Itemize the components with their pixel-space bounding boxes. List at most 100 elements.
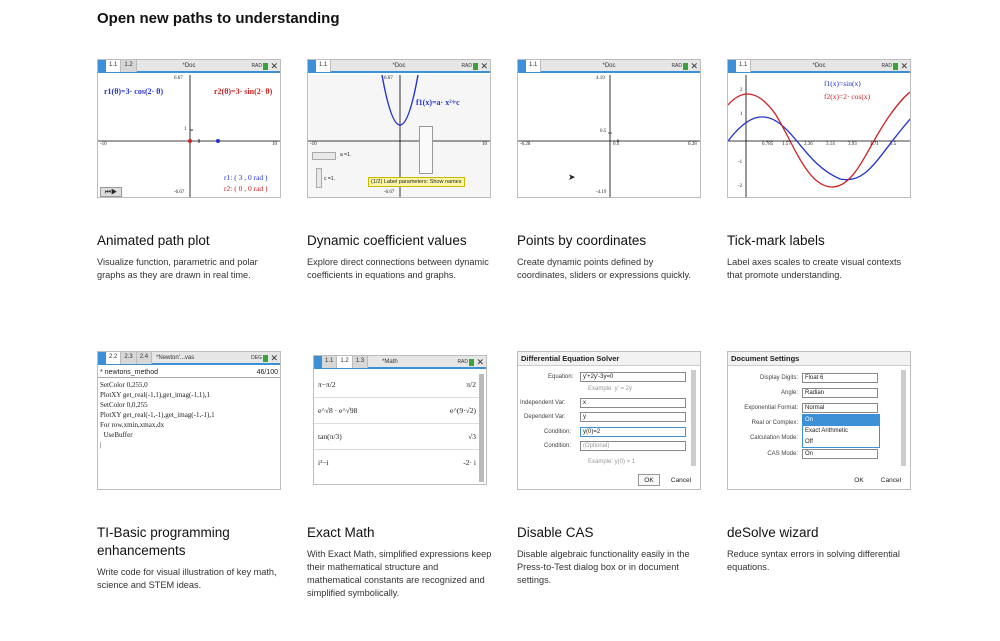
x-tick-label: 1.57 [782,142,791,147]
cancel-button[interactable]: Cancel [666,474,696,486]
equation-f1: f1(x)=sin(x) [824,79,861,88]
card-title: Dynamic coefficient values [307,233,467,248]
dialog-title: Differential Equation Solver [518,352,700,366]
ymax-label: 6.67 [384,76,393,81]
tab-1-1: 1.1 [736,60,752,72]
code-line: SetColor 0,255,0 [100,381,148,389]
card-description: Label axes scales to create visual conte… [727,257,902,280]
equation-r1: r1(θ)=3· cos(2· θ) [104,87,164,96]
slider-a-value: a =1. [340,152,352,158]
slider-c[interactable] [316,168,322,188]
doc-title: *Math [382,358,398,365]
ok-button[interactable]: OK [638,474,660,486]
parabola-graph [308,75,490,197]
option-on[interactable]: On [803,415,879,426]
tab-2-4: 2.4 [136,352,153,364]
cancel-button[interactable]: Cancel [876,474,906,486]
code-line: PlotXY get_real(-1,-1),get_imag(-1,-1),1 [100,411,215,419]
x-tick-label: 0.785 [762,142,774,147]
program-name: * newtons_method [100,369,158,376]
condition-label: Condition: [544,443,572,449]
code-line: UseBuffer [100,431,133,439]
result: e^(9·√2) [450,406,476,415]
back-arrow-icon [98,352,106,364]
x-tick-label: 3.93 [848,142,857,147]
tab-1-2: 1.2 [337,356,353,368]
back-arrow-icon [518,60,526,72]
condition-field[interactable]: y(0)=2 [580,427,686,437]
doc-title: *Doc [392,62,406,69]
battery-icon [473,63,478,70]
angle-mode: RAD [251,62,262,69]
calculator-history: π−π/2 π/2 e^√8 · e^√98 e^(9·√2) tan(π/3)… [314,372,480,476]
xmin-label: -10 [310,142,317,147]
xmax-label: 10 [272,142,277,147]
code-line: For row,xmin,xmax,dx [100,421,165,429]
battery-icon [893,63,898,70]
condition-example: Example: y(0) = 1 [588,459,636,465]
back-arrow-icon [98,60,106,72]
cas-mode-select[interactable]: On [802,449,878,459]
tab-1-3: 1.3 [352,356,369,368]
card-description: Disable algebraic functionality easily i… [517,549,690,585]
pointer-cursor-icon: ➤ [568,172,576,182]
equation-field[interactable]: y'+2y'-3y=0 [580,372,686,382]
card-title: Animated path plot [97,233,210,248]
tab-1-1: 1.1 [316,60,332,72]
ymin-label: -6.67 [174,190,185,195]
display-digits-label: Display Digits: [759,375,798,381]
scrollbar[interactable] [479,374,484,482]
equation-f2: f2(x)=2· cos(x) [824,92,871,101]
equation-example: Example: y' = 2y [588,386,632,392]
dialog-title: Document Settings [728,352,910,366]
exponential-format-label: Exponential Format: [744,405,798,411]
tab-1-2: 1.2 [121,60,137,72]
tab-1-1: 1.1 [322,356,338,368]
back-arrow-icon [308,60,316,72]
dependent-var-label: Dependent Var: [524,414,566,420]
x-tick-label: 5.5 [890,142,897,147]
card-description: Visualize function, parametric and polar… [97,257,258,280]
label-tool-icon[interactable] [419,126,433,174]
condition-label: Condition: [544,429,572,435]
card-description: Reduce syntax errors in solving differen… [727,549,900,572]
scrollbar[interactable] [691,370,696,466]
doc-title: *Doc [812,62,826,69]
slider-c-value: c =1. [324,176,335,182]
ok-button[interactable]: OK [848,474,870,486]
result: √3 [468,432,476,441]
card-title: TI-Basic programming enhancements [97,525,230,558]
x-tick-label: 0.5 [613,142,620,147]
angle-mode: DEG [251,354,262,361]
calculation-mode-label: Calculation Mode: [749,435,798,441]
program-editor[interactable]: SetColor 0,255,0 PlotXY get_real(-1,1),g… [100,380,278,450]
point-r1-value: r1: ( 3 , 0 rad ) [224,173,268,182]
card-title: deSolve wizard [727,525,819,540]
expression: tan(π/3) [318,432,342,441]
card-description: With Exact Math, simplified expressions … [307,549,492,598]
back-arrow-icon [728,60,736,72]
animated-path-plot-screenshot: 1.1 1.2 *Doc RAD ✕ r1(θ)=3· cos(2· θ) r2… [97,59,281,198]
exact-math-screenshot: 1.1 1.2 1.3 *Math RAD ✕ π−π/2 π/2 e^√8 ·… [313,355,487,485]
doc-title: *Doc [602,62,616,69]
option-exact-arithmetic[interactable]: Exact Arithmetic [805,428,849,434]
close-icon: ✕ [270,353,278,363]
option-off[interactable]: Off [805,439,813,445]
line-count: 46/100 [256,369,278,376]
display-digits-select[interactable]: Float 6 [802,373,878,383]
angle-select[interactable]: Radian [802,388,878,398]
ymin-label: -4.19 [596,190,607,195]
dependent-var-field[interactable]: y [580,412,686,422]
card-title: Tick-mark labels [727,233,825,248]
y-tick-label: -1 [738,160,743,165]
scrollbar[interactable] [901,370,906,466]
dynamic-coefficient-screenshot: 1.1 *Doc RAD ✕ f1(x)=a· x²+c 6.67 -6.67 … [307,59,491,198]
optional-condition-field[interactable]: (Optional) [580,441,686,451]
card-description: Create dynamic points defined by coordin… [517,257,691,280]
code-line: SetColor 0,0,255 [100,401,148,409]
independent-var-field[interactable]: x [580,398,686,408]
animation-controls[interactable]: ⏮▶ [100,187,122,197]
slider-a[interactable] [312,152,336,160]
exponential-format-select[interactable]: Normal [802,403,878,413]
xmax-label: 10 [482,142,487,147]
